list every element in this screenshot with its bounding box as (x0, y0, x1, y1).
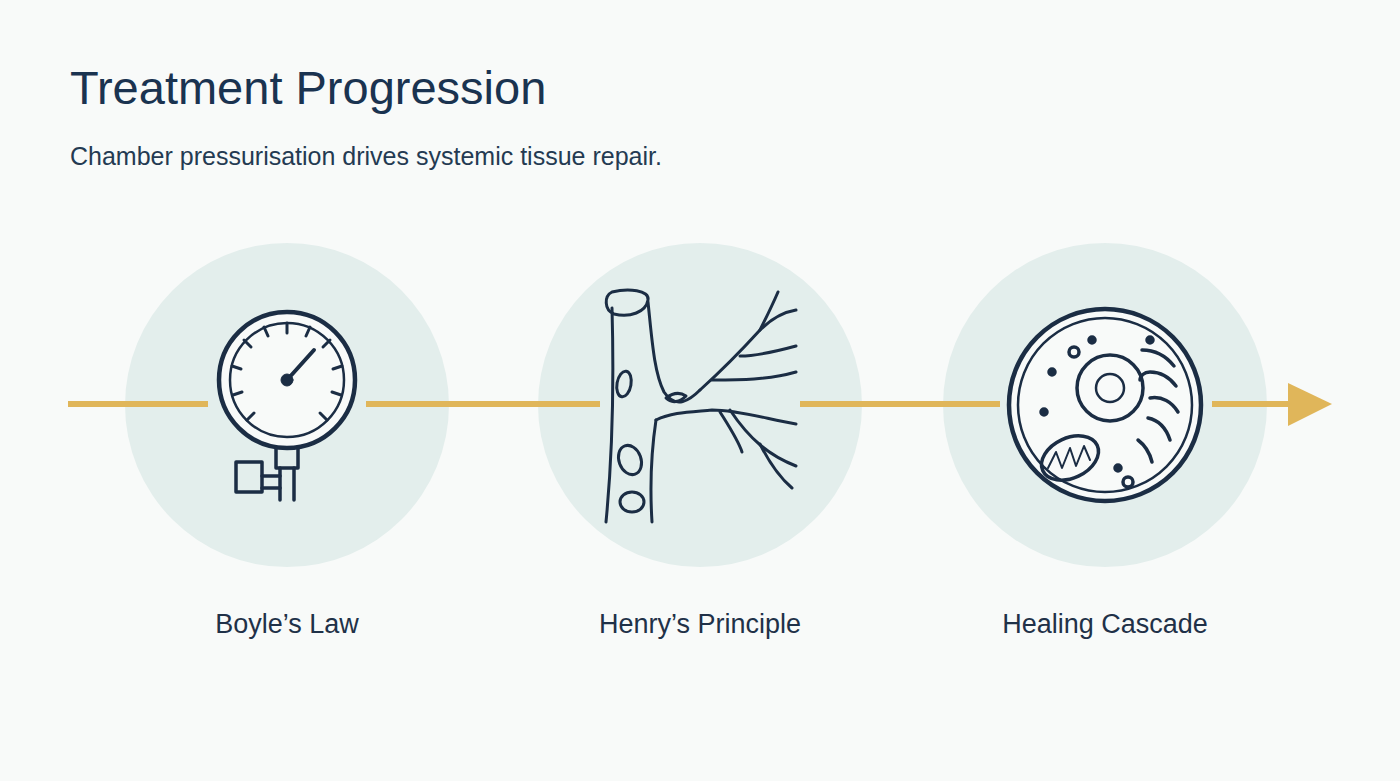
golgi-fold (1138, 440, 1152, 462)
cell-granule (1041, 409, 1047, 415)
gauge-tick (333, 366, 342, 369)
gauge-needle (287, 350, 314, 380)
vessel-branch (712, 372, 796, 380)
vessel-branch (730, 410, 796, 466)
golgi-fold (1140, 372, 1176, 386)
gauge-tick (320, 413, 327, 420)
red-blood-cell (615, 442, 646, 478)
stage-label: Henry’s Principle (478, 609, 922, 640)
flow-connector (862, 401, 943, 407)
gauge-tick (233, 392, 242, 395)
golgi-fold (1148, 418, 1170, 440)
gauge-tick (332, 392, 341, 395)
circle-fill (538, 243, 862, 567)
flow-line-segment (366, 401, 450, 407)
flow-line-segment (537, 401, 600, 407)
arrow-head (1288, 383, 1332, 426)
gauge-pivot (281, 374, 293, 386)
vessel-valve (666, 393, 686, 401)
stage-label: Healing Cascade (883, 609, 1327, 640)
cell-membrane (1009, 309, 1201, 501)
vessel-wall (648, 302, 700, 402)
gauge-tick (244, 340, 251, 347)
circle-fill (125, 243, 449, 567)
cell-vesicle (1123, 477, 1133, 487)
gauge-tick (247, 413, 254, 420)
red-blood-cell (615, 370, 633, 398)
cell-granule (1147, 337, 1153, 343)
cell-membrane-inner (1018, 318, 1192, 492)
golgi-fold (1142, 350, 1174, 366)
red-blood-cell (620, 492, 644, 512)
vessel-branch (720, 412, 742, 452)
vessel-branch (700, 310, 796, 390)
flow-line-segment (1212, 401, 1292, 407)
cell-granule (1049, 369, 1055, 375)
flow-line-segment (800, 401, 863, 407)
gauge-pipe (280, 468, 294, 500)
cell-granule (1115, 465, 1121, 471)
gauge-tick (323, 340, 330, 347)
vessel-opening (606, 290, 648, 315)
mitochondrion (1034, 427, 1105, 489)
flow-connector (449, 401, 538, 407)
vessel-branch (740, 346, 796, 356)
stage-label: Boyle’s Law (65, 609, 509, 640)
flow-connector-group (449, 404, 538, 405)
cell-vesicle (1069, 347, 1079, 357)
cell-nucleus (1077, 355, 1143, 421)
circle-outline (538, 243, 862, 567)
pressure-gauge-icon (219, 312, 355, 500)
flow-connector-group (862, 404, 943, 405)
gauge-face (230, 323, 344, 437)
flow-line-segment (68, 401, 208, 407)
blood-vessel-icon (606, 290, 796, 522)
gauge-ticks (232, 323, 342, 420)
vessel-branch (760, 292, 778, 330)
gauge-stem (276, 448, 298, 468)
golgi-fold (1150, 398, 1178, 412)
cell-icon (1009, 309, 1201, 501)
diagram-subtitle: Chamber pressurisation drives systemic t… (70, 142, 662, 171)
mitochondrion-crista (1048, 446, 1090, 468)
stage-circle: Healing Cascade (943, 243, 1267, 567)
gauge-valve-arm (262, 476, 280, 488)
circle-fill (943, 243, 1267, 567)
stage-circle: Boyle’s Law (125, 243, 449, 567)
gauge-valve (236, 462, 262, 492)
gauge-tick (264, 327, 268, 336)
gauge-rim (219, 312, 355, 448)
diagram-title: Treatment Progression (70, 60, 546, 115)
gauge-tick (286, 323, 289, 333)
vessel-branch (656, 410, 796, 424)
flow-line (68, 401, 1292, 407)
cell-nucleolus (1096, 374, 1124, 402)
gauge-tick (306, 327, 310, 336)
vessel-wall (651, 420, 656, 522)
flow-line-segment (942, 401, 1000, 407)
stage-circle: Henry’s Principle (538, 243, 862, 567)
gauge-tick (232, 366, 241, 369)
circle-outline (943, 243, 1267, 567)
vessel-wall (606, 308, 613, 522)
cell-granule (1089, 337, 1095, 343)
vessel-branch (760, 444, 792, 488)
circle-outline (125, 243, 449, 567)
